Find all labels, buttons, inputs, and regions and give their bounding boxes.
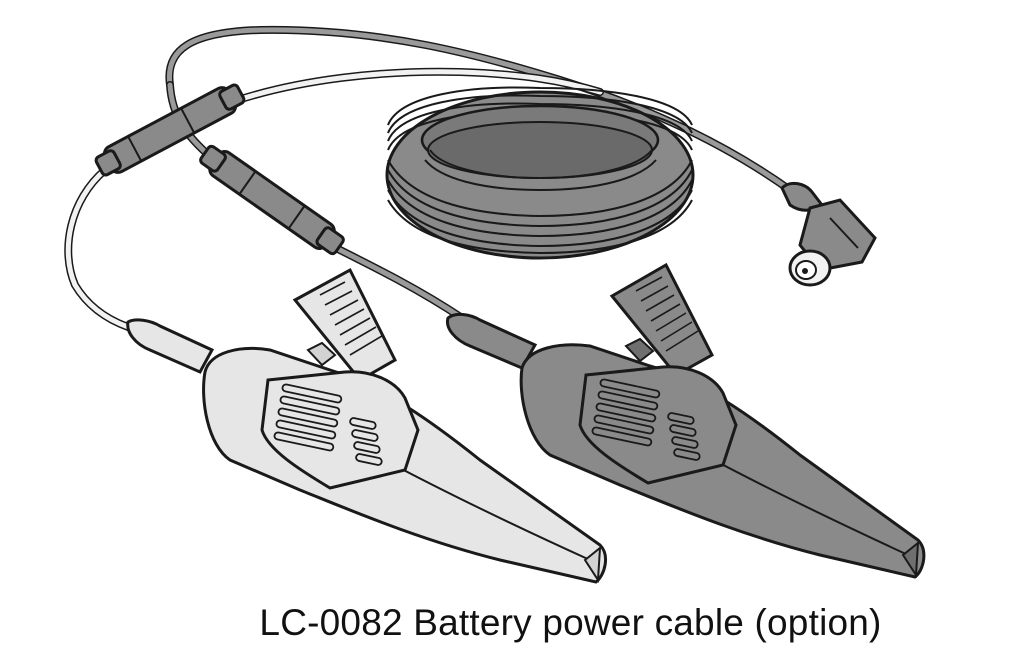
alligator-clip-icon — [126, 267, 607, 584]
alligator-clip-icon — [445, 262, 926, 579]
caption: LC-0082 Battery power cable (option) — [259, 602, 882, 643]
inline-connector-icon — [94, 83, 345, 256]
dc-plug-icon — [780, 181, 877, 287]
cables — [64, 25, 794, 336]
cable-coil-icon — [385, 86, 695, 260]
